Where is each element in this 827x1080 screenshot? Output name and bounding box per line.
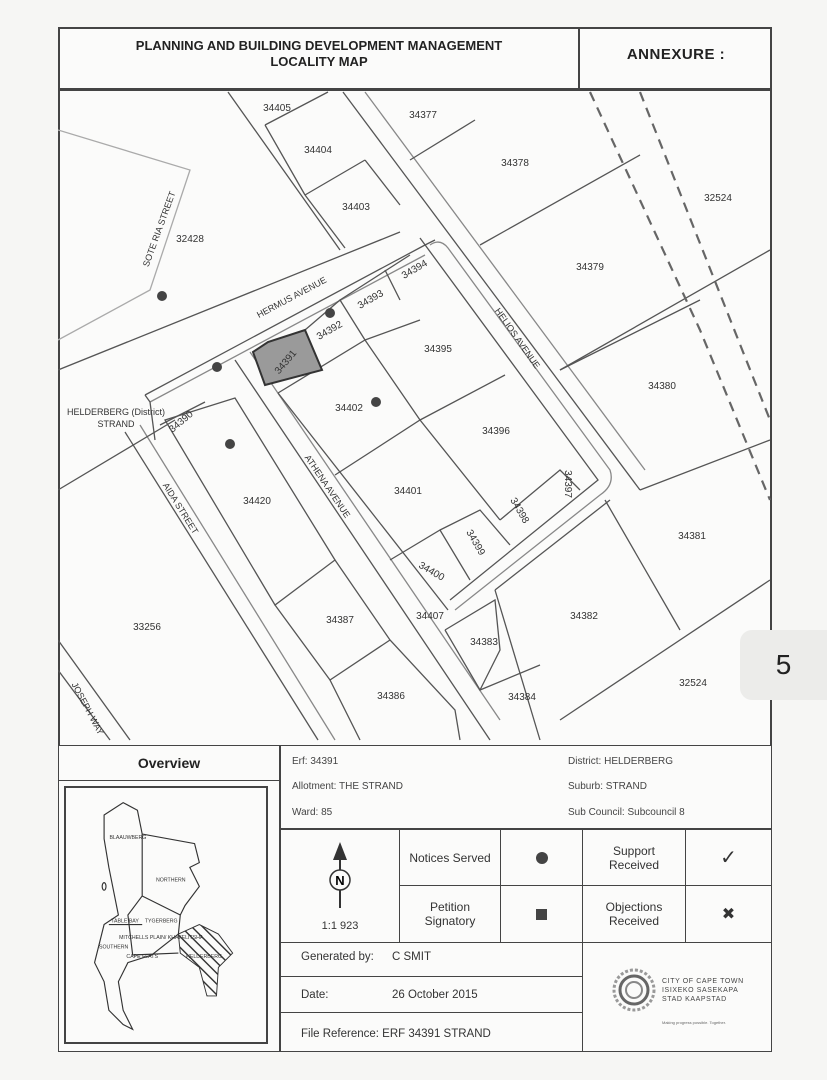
document-title: PLANNING AND BUILDING DEVELOPMENT MANAGE… [60, 38, 578, 70]
parcel-label: 34402 [335, 403, 363, 414]
region-label: MITCHELLS PLAIN/ KHAYELITSHA [119, 935, 204, 941]
notices-served-symbol [500, 829, 583, 886]
highlighted-parcel-34391 [251, 328, 324, 387]
petition-signatory-label: Petition Signatory [399, 885, 501, 943]
map-scale: 1:1 923 [321, 920, 359, 932]
generated-by-value: C SMIT [392, 951, 431, 963]
logo-line-3: STAD KAAPSTAD [662, 996, 727, 1003]
annexure-label: ANNEXURE : [626, 46, 726, 63]
parcel-label: 34381 [678, 531, 706, 542]
title-line-2: LOCALITY MAP [270, 54, 368, 69]
region-label: HELDERBERG [186, 954, 222, 960]
street-label-aida: AIDA STREET [161, 481, 201, 536]
parcel-label: 34393 [356, 288, 386, 312]
region-label: BLAAUWBERG [109, 835, 146, 841]
parcel-label: 34403 [342, 202, 370, 213]
city-name: CITY OF CAPE TOWN ISIXEKO SASEKAPA STAD … [662, 977, 744, 1004]
parcel-label: 34377 [409, 110, 437, 121]
parcel-label: 34378 [501, 158, 529, 169]
generated-by-label: Generated by: [301, 951, 374, 963]
subcouncil: Sub Council: Subcouncil 8 [568, 807, 685, 818]
locality-map: 34405 34377 34404 34378 34403 32524 3242… [58, 91, 772, 741]
region-label: TABLE BAY [111, 919, 139, 925]
allotment: Allotment: THE STRAND [292, 781, 403, 792]
city-seal-logo [612, 968, 656, 1012]
parcel-label: 34405 [263, 103, 291, 114]
logo-box [582, 942, 772, 1052]
parcel-label: 34407 [416, 611, 444, 622]
objections-received-label: Objections Received [582, 885, 686, 943]
street-label-athena: ATHENA AVENUE [303, 453, 352, 520]
parcel-label: 34404 [304, 145, 332, 156]
notices-served-label: Notices Served [399, 829, 501, 886]
notice-served-dot [212, 362, 222, 372]
notice-served-dot [371, 397, 381, 407]
street-label-helios: HELIOS AVENUE [493, 306, 542, 370]
parcel-label: 32524 [679, 678, 707, 689]
parcel-label: 34382 [570, 611, 598, 622]
date-value: 26 October 2015 [392, 989, 478, 1001]
generated-by-row [280, 942, 583, 977]
parcel-label: 34386 [377, 691, 405, 702]
cross-icon: ✖ [685, 885, 772, 943]
parcel-label: 32428 [176, 234, 204, 245]
erf-info-box [280, 745, 772, 829]
notice-served-dot [157, 291, 167, 301]
parcel-label: 33256 [133, 622, 161, 633]
parcel-label: 34379 [576, 262, 604, 273]
dot-icon [535, 851, 548, 864]
file-reference-row [280, 1012, 583, 1052]
region-label: NORTHERN [156, 878, 186, 884]
parcel-label: 34394 [400, 258, 430, 282]
title-line-1: PLANNING AND BUILDING DEVELOPMENT MANAGE… [135, 38, 503, 53]
notice-served-dot [225, 439, 235, 449]
overview-map-frame: BLAAUWBERG NORTHERN TABLE BAY TYGERBERG … [64, 786, 268, 1044]
district: District: HELDERBERG [568, 756, 674, 767]
parcel-label: 34392 [315, 319, 345, 343]
north-scale-cell: N 1:1 923 [280, 829, 400, 943]
header [58, 27, 772, 91]
region-label: CAPE FLATS [126, 954, 158, 960]
district-label-strand: STRAND [97, 419, 135, 429]
parcel-label: 34380 [648, 381, 676, 392]
support-received-label: Support Received [582, 829, 686, 886]
street-label-soteria: SOTE RIA STREET [141, 189, 178, 268]
street-label-joseph: JOSEPH WAY [70, 681, 106, 737]
file-reference: File Reference: ERF 34391 STRAND [301, 1028, 491, 1040]
north-arrow-icon: N [329, 842, 351, 908]
page-number-badge: 5 [740, 630, 827, 700]
ward: Ward: 85 [292, 807, 333, 818]
parcel-label: 34396 [482, 426, 510, 437]
logo-tagline: Making progress possible. Together. [662, 1020, 726, 1025]
parcel-label: 34399 [463, 528, 487, 558]
erf-number: Erf: 34391 [292, 756, 339, 767]
petition-signatory-symbol [500, 885, 583, 943]
header-divider [578, 27, 580, 89]
parcel-label: 34420 [243, 496, 271, 507]
notice-served-dot [325, 308, 335, 318]
logo-line-2: ISIXEKO SASEKAPA [662, 987, 739, 994]
region-label: SOUTHERN [99, 944, 129, 950]
helderberg-hatched-region [177, 923, 234, 997]
date-label: Date: [301, 989, 329, 1001]
square-icon [536, 908, 547, 920]
checkmark-icon: ✓ [685, 829, 772, 886]
region-label: TYGERBERG [145, 919, 178, 925]
suburb: Suburb: STRAND [568, 781, 647, 792]
parcel-label: 34390 [167, 409, 196, 436]
parcel-label: 34383 [470, 637, 498, 648]
parcel-label: 32524 [704, 193, 732, 204]
parcel-label: 34395 [424, 344, 452, 355]
parcel-label: 34397 [562, 470, 573, 498]
parcel-label: 34384 [508, 692, 536, 703]
overview-title: Overview [58, 745, 280, 781]
logo-line-1: CITY OF CAPE TOWN [662, 978, 744, 985]
parcel-label: 34400 [416, 560, 446, 584]
north-label: N [335, 873, 344, 888]
parcel-label: 34401 [394, 486, 422, 497]
parcel-label: 34387 [326, 615, 354, 626]
district-label: HELDERBERG (District) [67, 407, 165, 417]
overview-map: BLAAUWBERG NORTHERN TABLE BAY TYGERBERG … [93, 801, 234, 1031]
